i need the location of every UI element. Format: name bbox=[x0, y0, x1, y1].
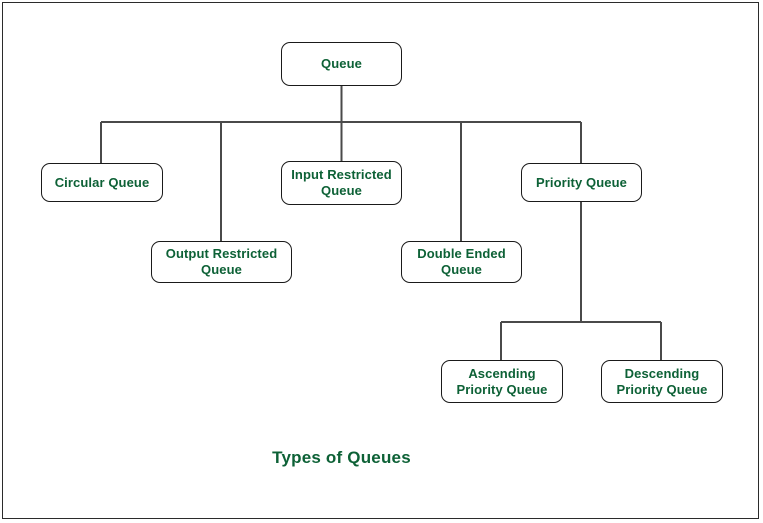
node-ascending-priority-queue[interactable]: Ascending Priority Queue bbox=[441, 360, 563, 403]
node-priority-queue[interactable]: Priority Queue bbox=[521, 163, 642, 202]
diagram-caption: Types of Queues bbox=[272, 448, 411, 467]
node-double-ended-queue[interactable]: Double Ended Queue bbox=[401, 241, 522, 283]
node-output-restricted-queue[interactable]: Output Restricted Queue bbox=[151, 241, 292, 283]
node-input-restricted-queue[interactable]: Input Restricted Queue bbox=[281, 161, 402, 205]
node-circular-queue[interactable]: Circular Queue bbox=[41, 163, 163, 202]
node-descending-priority-queue[interactable]: Descending Priority Queue bbox=[601, 360, 723, 403]
node-queue[interactable]: Queue bbox=[281, 42, 402, 86]
